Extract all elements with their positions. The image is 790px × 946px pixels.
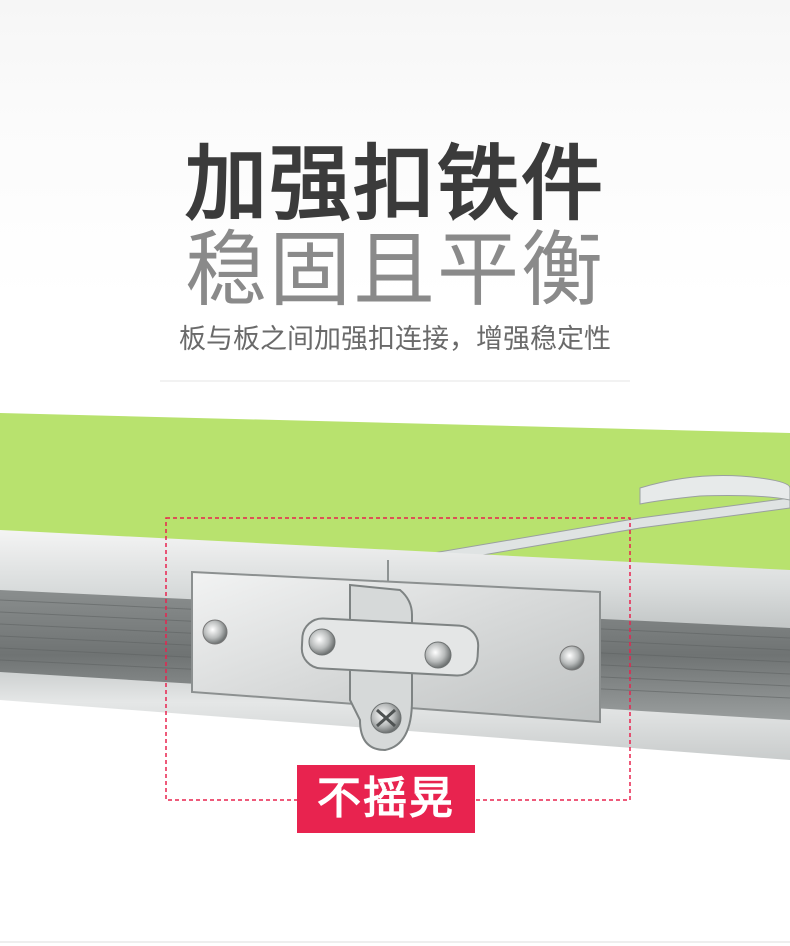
highlight-dashed-frame xyxy=(165,517,631,801)
description: 板与板之间加强扣连接，增强稳定性 xyxy=(179,324,611,355)
handle-cutout xyxy=(639,475,790,505)
bolt-knob-left xyxy=(308,628,336,656)
headline: 加强扣铁件 xyxy=(184,137,605,232)
subline: 稳固且平衡 xyxy=(184,223,605,318)
plate-rivet-left xyxy=(202,619,228,645)
no-wobble-badge: 不摇晃 xyxy=(297,765,475,833)
table-top-surface xyxy=(0,413,790,578)
bolt-knob-right xyxy=(424,641,452,669)
plate-rivet-right xyxy=(559,645,585,671)
